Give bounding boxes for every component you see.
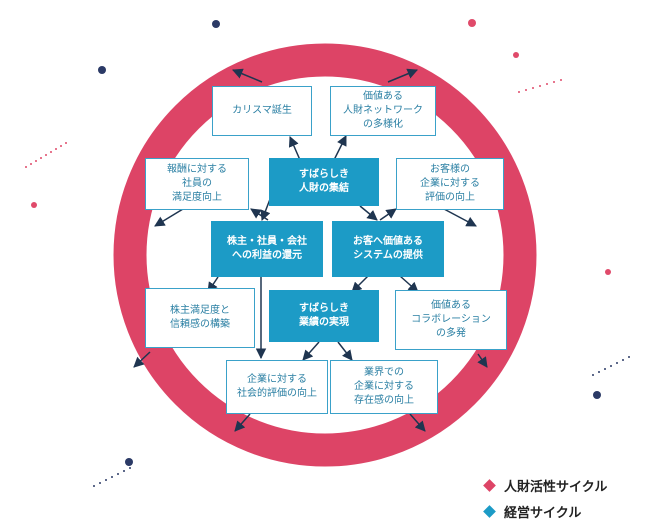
- box-collaboration: 価値ある コラボレーション の多発: [395, 290, 507, 350]
- box-system-provision: お客へ価値ある システムの提供: [332, 221, 444, 277]
- ring-triangles: [147, 84, 503, 430]
- box-reward-satisfaction: 報酬に対する 社員の 満足度向上: [145, 158, 249, 210]
- box-charisma: カリスマ誕生: [212, 86, 312, 136]
- box-talent-gathering: すばらしき 人財の集結: [269, 158, 379, 206]
- legend-business-cycle: 経営サイクル: [483, 502, 582, 521]
- outer-ring: [113, 43, 537, 467]
- box-business-results: すばらしき 業績の実現: [269, 290, 379, 342]
- box-customer-evaluation: お客様の 企業に対する 評価の向上: [396, 158, 504, 210]
- legend-talent-cycle-label: 人財活性サイクル: [504, 480, 608, 495]
- box-shareholder-trust: 株主満足度と 信頼感の構築: [145, 288, 255, 348]
- pink-diamond-icon: [483, 479, 496, 492]
- legend-talent-cycle: 人財活性サイクル: [483, 476, 608, 495]
- box-profit-return: 株主・社員・会社 への利益の還元: [211, 221, 323, 277]
- legend-business-cycle-label: 経営サイクル: [504, 506, 582, 521]
- box-social-evaluation: 企業に対する 社会的評価の向上: [226, 360, 328, 414]
- box-talent-network: 価値ある 人財ネットワーク の多様化: [330, 86, 436, 136]
- cyan-diamond-icon: [483, 505, 496, 518]
- decorative-dots: [25, 19, 630, 487]
- box-industry-presence: 業界での 企業に対する 存在感の向上: [330, 360, 438, 414]
